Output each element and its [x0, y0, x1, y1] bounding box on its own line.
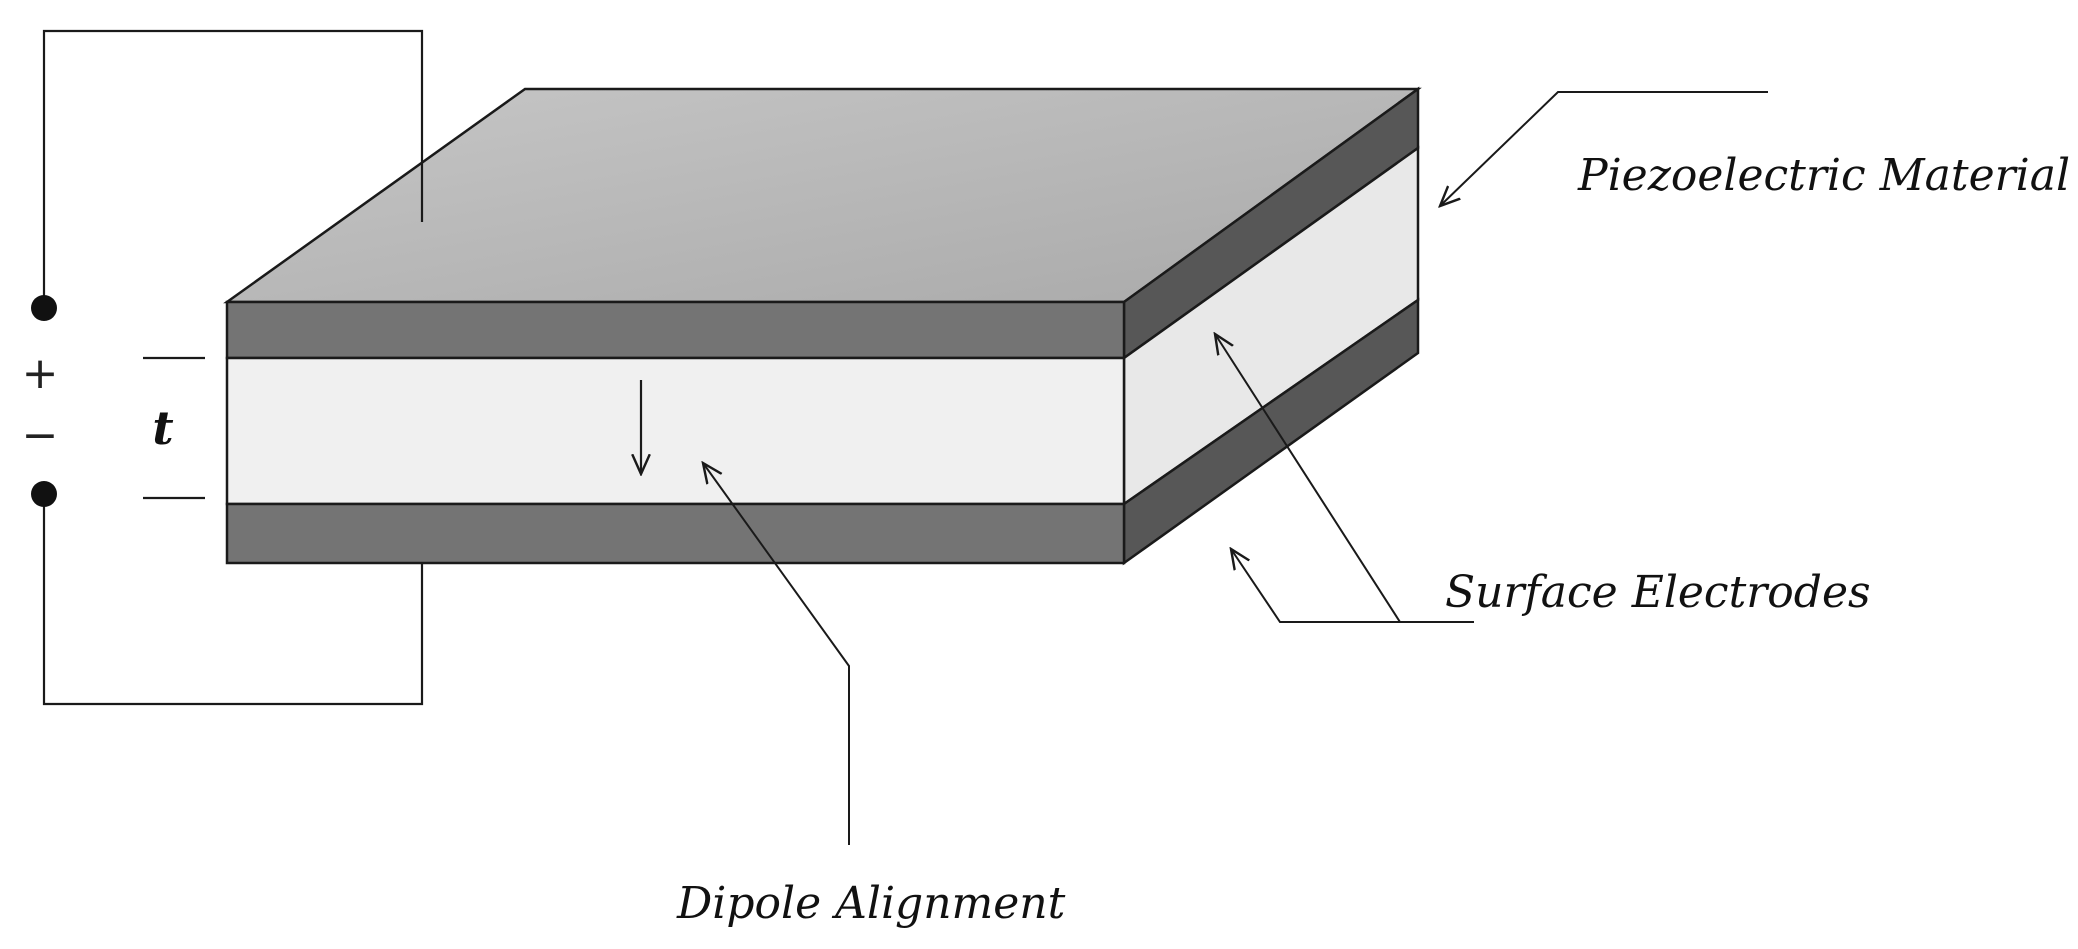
top-electrode-front [225, 300, 1126, 360]
negative-terminal [31, 481, 57, 507]
positive-terminal [31, 295, 57, 321]
top-wire [42, 29, 424, 308]
dipole-leader [703, 463, 850, 845]
piezo-leader [1440, 91, 1768, 206]
dipole-alignment-label: Dipole Alignment [676, 878, 1066, 929]
thickness-label: t [152, 401, 173, 455]
bottom-wire [42, 494, 424, 706]
bottom-electrode-front [225, 502, 1126, 565]
negative-sign: − [22, 410, 59, 461]
surface-electrodes-label: Surface Electrodes [1445, 567, 1871, 618]
material-front [225, 356, 1126, 506]
positive-sign: + [22, 348, 59, 399]
electrode-leader-bottom [1231, 549, 1400, 623]
piezoelectric-material-label: Piezoelectric Material [1577, 150, 2070, 201]
